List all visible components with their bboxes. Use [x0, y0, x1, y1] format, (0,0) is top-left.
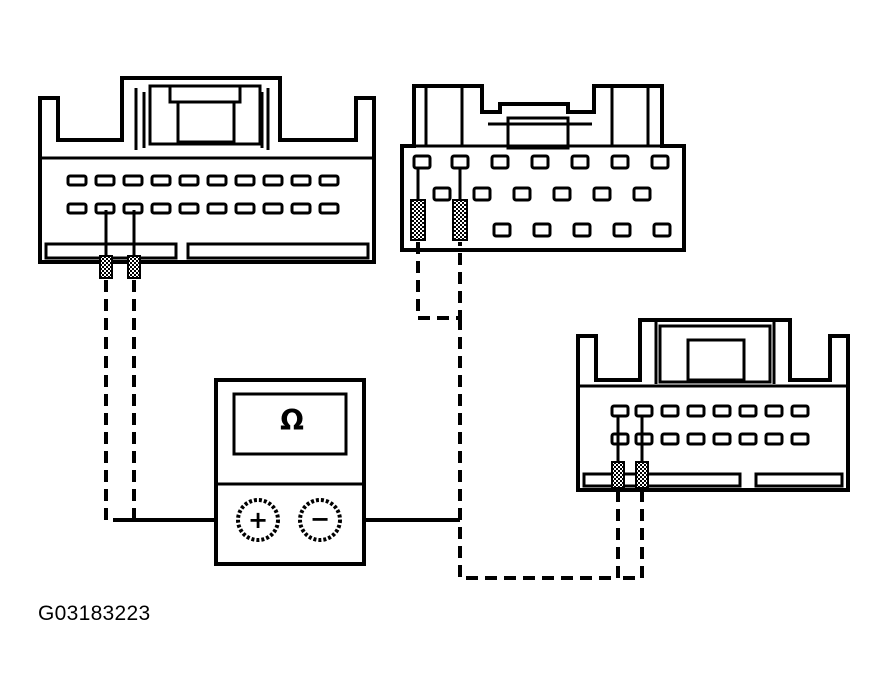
positive-terminal-label: +	[247, 506, 269, 534]
bottom-right-connector-probe-2	[635, 416, 649, 489]
left-connector-probe-1	[99, 210, 113, 279]
lead-right-1	[458, 318, 620, 580]
lead-left-2	[132, 280, 210, 522]
lead-left-1	[104, 280, 120, 522]
jumper-top-right	[416, 242, 462, 320]
left-connector	[38, 76, 376, 264]
left-connector-probe-2	[127, 210, 141, 279]
test-leads	[104, 242, 644, 580]
bottom-right-connector	[576, 318, 850, 492]
ohmmeter	[214, 378, 366, 566]
ohm-symbol: Ω	[280, 404, 304, 437]
positive-terminal-icon	[236, 498, 280, 542]
ohmmeter-display	[232, 392, 348, 456]
bottom-right-connector-pins	[610, 404, 810, 446]
top-right-connector-pins	[412, 154, 672, 238]
top-right-connector-probe-1	[410, 168, 426, 241]
top-right-connector-probe-2	[452, 168, 468, 241]
figure-code: G03183223	[38, 602, 151, 625]
negative-terminal-icon	[298, 498, 342, 542]
bottom-right-connector-probe-1	[611, 416, 625, 489]
lead-right-2	[618, 490, 644, 580]
left-connector-pins	[66, 174, 340, 215]
negative-terminal-label: −	[309, 505, 331, 533]
